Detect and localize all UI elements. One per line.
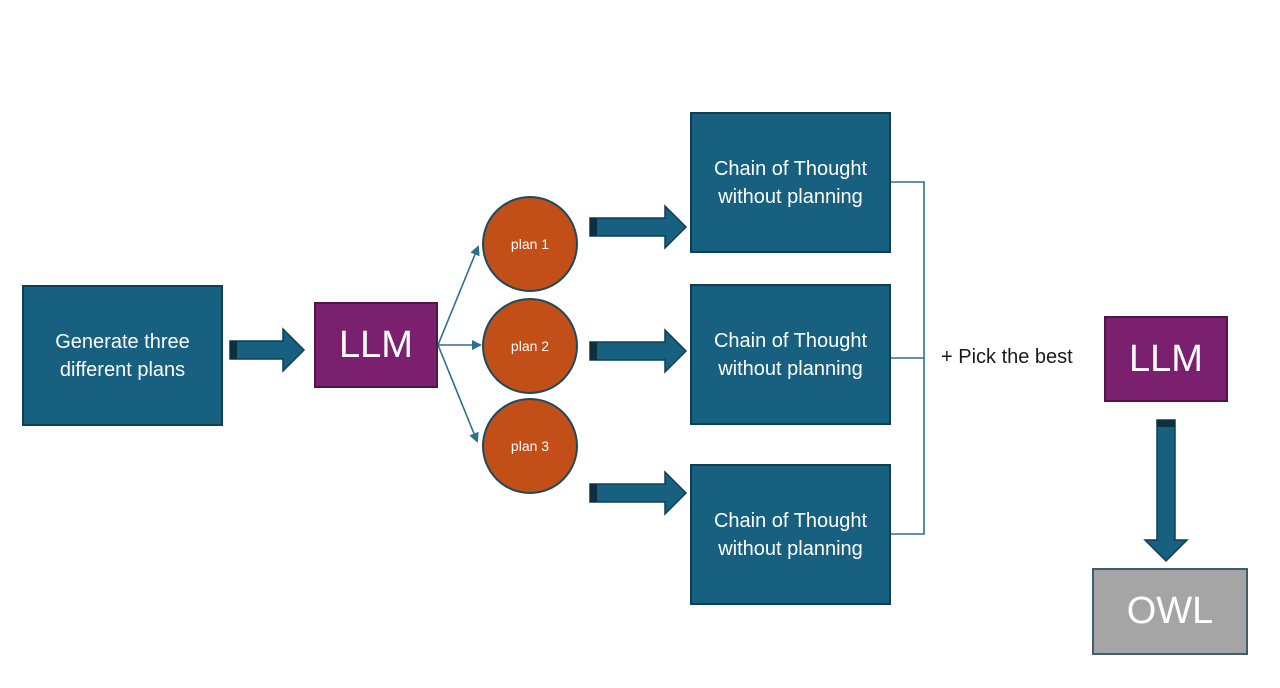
plan-3-label: plan 3	[510, 438, 550, 454]
merge-bracket	[891, 181, 925, 535]
cot-box-3: Chain of Thought without planning	[690, 464, 891, 605]
arrow-llm-to-plan-1	[437, 245, 480, 346]
cot-label-1: Chain of Thought without planning	[713, 157, 868, 208]
plan-1-node: plan 1	[482, 196, 578, 292]
cot-box-1: Chain of Thought without planning	[690, 112, 891, 253]
arrow-llm-to-plan-3	[437, 344, 479, 443]
owl-output-box: OWL	[1092, 568, 1248, 655]
plan-3-node: plan 3	[482, 398, 578, 494]
arrow-plan-1-to-cot-1	[589, 204, 688, 250]
cot-label-2: Chain of Thought without planning	[713, 329, 868, 380]
arrow-plan-3-to-cot-3	[589, 470, 688, 516]
owl-output-label: OWL	[1126, 590, 1214, 632]
generate-plans-label: Generate three different plans	[55, 330, 190, 381]
plan-2-node: plan 2	[482, 298, 578, 394]
llm-planner-box: LLM	[314, 302, 438, 388]
pick-the-best-label: + Pick the best	[941, 346, 1073, 368]
llm-selector-label: LLM	[1129, 337, 1203, 380]
cot-box-2: Chain of Thought without planning	[690, 284, 891, 425]
plan-2-label: plan 2	[510, 338, 550, 354]
arrow-llm-to-owl	[1143, 419, 1189, 563]
llm-planner-label: LLM	[339, 323, 413, 366]
llm-selector-box: LLM	[1104, 316, 1228, 402]
arrow-plan-2-to-cot-2	[589, 328, 688, 374]
plan-1-label: plan 1	[510, 236, 550, 252]
generate-plans-box: Generate three different plans	[22, 285, 223, 426]
arrow-generate-to-llm	[229, 327, 306, 373]
cot-label-3: Chain of Thought without planning	[713, 509, 868, 560]
